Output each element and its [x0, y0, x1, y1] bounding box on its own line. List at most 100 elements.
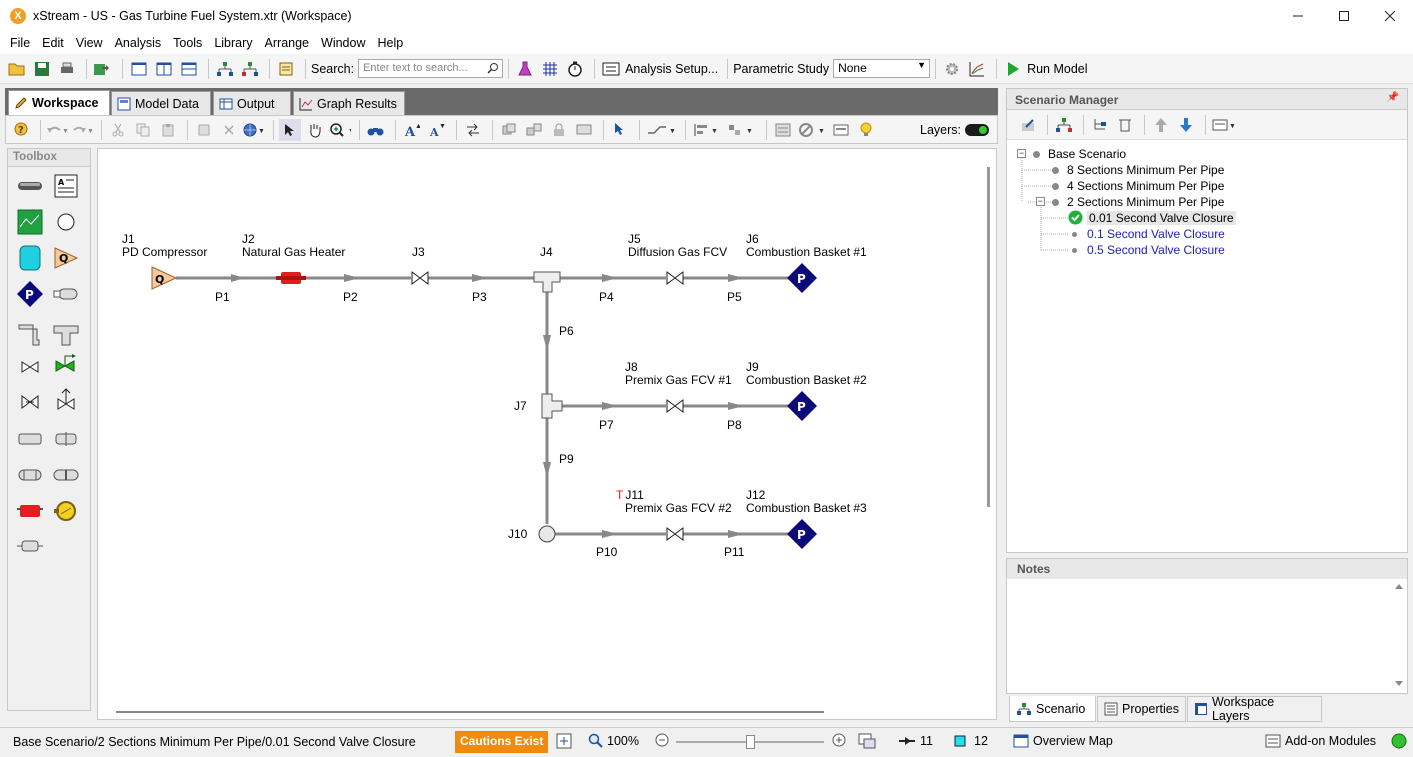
tool-valve[interactable]: [15, 352, 45, 382]
lock-button[interactable]: [548, 119, 570, 141]
increase-font-button[interactable]: A▲: [401, 119, 423, 141]
legend-button[interactable]: [772, 119, 794, 141]
analysis-setup-icon-button[interactable]: [600, 58, 622, 80]
run-model-icon-button[interactable]: [1002, 58, 1024, 80]
fit-to-window-button[interactable]: [556, 733, 572, 749]
menu-arrange[interactable]: Arrange: [264, 36, 310, 50]
tab-properties[interactable]: Properties: [1097, 696, 1186, 722]
vertical-scrollbar[interactable]: [987, 167, 990, 507]
special-select-button[interactable]: [609, 119, 631, 141]
tool-orifice[interactable]: [51, 460, 81, 490]
notes-textarea[interactable]: [1007, 579, 1393, 693]
help-button[interactable]: ?: [10, 119, 32, 141]
scenario-edit-button[interactable]: [1017, 114, 1039, 136]
expander-base-scenario[interactable]: −: [1017, 148, 1026, 158]
redo-button[interactable]: ▼: [71, 119, 93, 141]
tool-control-valve[interactable]: [51, 349, 81, 379]
menu-window[interactable]: Window: [321, 36, 366, 50]
tab-scenario[interactable]: Scenario: [1009, 696, 1096, 722]
junction-j5-valve[interactable]: [666, 271, 684, 285]
layout-horizontal-button[interactable]: [178, 58, 200, 80]
search-icon[interactable]: [487, 62, 499, 74]
network-compare-button[interactable]: [239, 58, 261, 80]
tool-check-valve[interactable]: [15, 387, 45, 417]
tab-workspace-layers[interactable]: Workspace Layers: [1187, 695, 1322, 723]
network-tree-button[interactable]: [214, 58, 236, 80]
parametric-settings-button[interactable]: [941, 58, 963, 80]
addon-modules-button[interactable]: Add-on Modules: [1265, 734, 1376, 748]
disable-button[interactable]: ▼: [797, 119, 827, 141]
junction-j4-tee[interactable]: [533, 271, 561, 293]
cut-button[interactable]: [107, 119, 129, 141]
globe-button[interactable]: ▼: [243, 119, 265, 141]
menu-help[interactable]: Help: [377, 36, 404, 50]
junction-j10-branch[interactable]: [538, 525, 556, 543]
menu-view[interactable]: View: [75, 36, 103, 50]
scenario-0-5-valve-closure[interactable]: 0.5 Second Valve Closure: [1071, 243, 1225, 257]
tool-spray-discharge[interactable]: [15, 531, 45, 561]
layout-vertical-button[interactable]: [153, 58, 175, 80]
find-button[interactable]: [365, 119, 387, 141]
notes-scrollbar[interactable]: [1393, 581, 1405, 691]
run-model-button[interactable]: Run Model: [1027, 61, 1088, 76]
layers-toggle[interactable]: [965, 124, 989, 136]
tool-tee[interactable]: [51, 320, 81, 350]
annotation-button[interactable]: [573, 119, 595, 141]
scenario-tree-button[interactable]: [1053, 114, 1075, 136]
maximize-button[interactable]: [1321, 0, 1367, 32]
parametric-graph-button[interactable]: [966, 58, 988, 80]
parametric-study-select[interactable]: None ▼: [833, 59, 931, 78]
scenario-0-1-valve-closure[interactable]: 0.1 Second Valve Closure: [1071, 227, 1225, 241]
scenario-8-sections[interactable]: 8 Sections Minimum Per Pipe: [1052, 163, 1224, 177]
tool-bend[interactable]: [15, 320, 45, 350]
pipe-drawing-button[interactable]: ▼: [645, 119, 677, 141]
copy-button[interactable]: [132, 119, 154, 141]
zoom-out-button[interactable]: [655, 733, 669, 747]
print-button[interactable]: [56, 58, 78, 80]
junction-j8-valve[interactable]: [666, 399, 684, 413]
edit-notes-button[interactable]: [275, 58, 297, 80]
tool-reservoir[interactable]: [15, 207, 45, 237]
zoom-slider-thumb[interactable]: [746, 735, 755, 749]
pipe-grid-button[interactable]: [539, 58, 561, 80]
decrease-font-button[interactable]: A▼: [426, 119, 448, 141]
scenario-delete-button[interactable]: [1114, 114, 1136, 136]
workspace-options-button[interactable]: [830, 119, 852, 141]
menu-library[interactable]: Library: [214, 36, 253, 50]
scenario-add-child-button[interactable]: [1089, 114, 1111, 136]
menu-tools[interactable]: Tools: [173, 36, 203, 50]
junction-j12-pressure[interactable]: P: [787, 519, 817, 549]
zoom-slider[interactable]: [676, 735, 824, 749]
undo-button[interactable]: ▼: [46, 119, 68, 141]
layout-single-button[interactable]: [128, 58, 150, 80]
search-input[interactable]: Enter text to search...: [358, 59, 504, 78]
zoom-in-button[interactable]: [832, 733, 846, 747]
scenario-move-down-button[interactable]: [1175, 114, 1197, 136]
save-button[interactable]: [31, 58, 53, 80]
junction-j2-heater[interactable]: [276, 272, 306, 284]
junction-j7-tee[interactable]: [541, 393, 563, 419]
menu-file[interactable]: File: [10, 36, 31, 50]
scenario-4-sections[interactable]: 4 Sections Minimum Per Pipe: [1052, 179, 1224, 193]
tool-turbine[interactable]: [51, 496, 81, 526]
group-button[interactable]: [498, 119, 520, 141]
zoom-button[interactable]: ▼: [329, 119, 351, 141]
tool-assigned-pressure[interactable]: P: [15, 279, 45, 309]
horizontal-scrollbar[interactable]: [116, 711, 824, 713]
tool-annotation[interactable]: A: [51, 171, 81, 201]
duplicate-button[interactable]: [193, 119, 215, 141]
junction-j9-pressure[interactable]: P: [787, 391, 817, 421]
minimize-button[interactable]: [1275, 0, 1321, 32]
tool-heater[interactable]: [15, 496, 45, 526]
tool-screen[interactable]: [15, 460, 45, 490]
scenario-2-sections[interactable]: 2 Sections Minimum Per Pipe: [1052, 195, 1224, 209]
fluid-properties-button[interactable]: [514, 58, 536, 80]
cautions-exist-button[interactable]: Cautions Exist: [455, 731, 549, 753]
junction-j11-valve[interactable]: [666, 527, 684, 541]
tab-output[interactable]: Output: [213, 91, 291, 115]
ungroup-button[interactable]: [523, 119, 545, 141]
reverse-direction-button[interactable]: [462, 119, 484, 141]
pan-tool-button[interactable]: [304, 119, 326, 141]
tool-compressor[interactable]: Q: [51, 243, 81, 273]
analysis-setup-button[interactable]: Analysis Setup...: [625, 61, 719, 76]
